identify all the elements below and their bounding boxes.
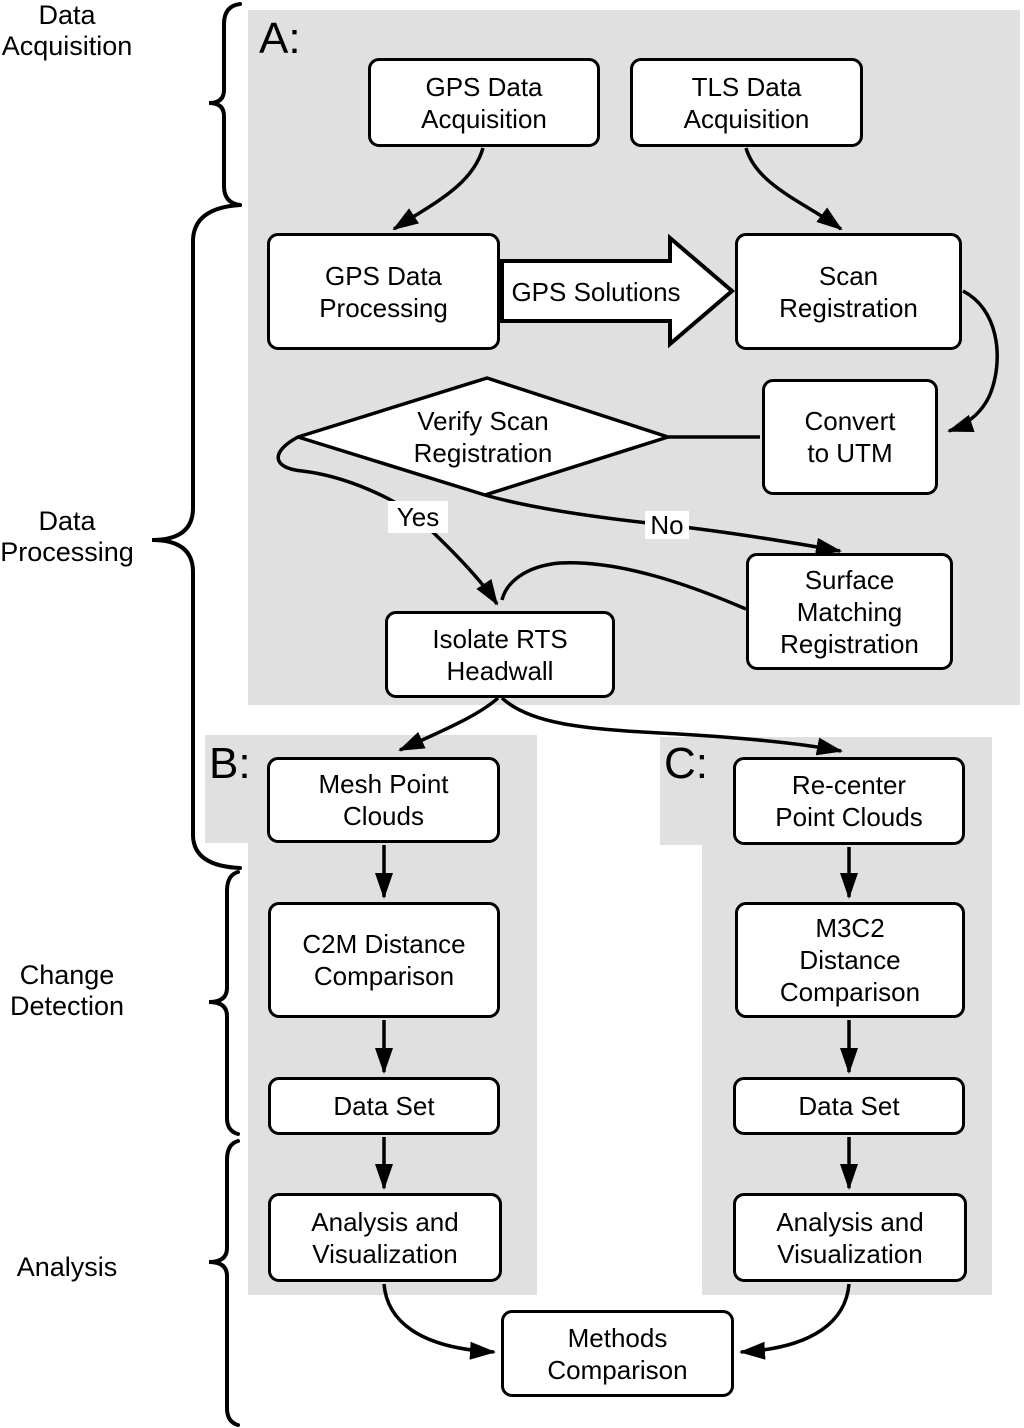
section-label-line: Processing bbox=[0, 537, 134, 567]
section-label-analysis: Analysis bbox=[0, 1252, 134, 1283]
section-label-line: Detection bbox=[9, 991, 125, 1021]
edge-label-no: No bbox=[645, 511, 689, 539]
node-text-line: Comparison bbox=[313, 961, 455, 991]
node-text-line: Processing bbox=[319, 292, 448, 323]
node-text-line: Scan bbox=[818, 260, 879, 291]
edge-analysis-b-to-methods bbox=[382, 1283, 496, 1360]
node-text-line: Visualization bbox=[312, 1238, 458, 1269]
node-text-line: Mesh Point bbox=[318, 769, 449, 799]
section-label-line: Change bbox=[19, 960, 115, 990]
node-c2m-distance-comparison: C2M Distance Comparison bbox=[268, 902, 500, 1018]
edge-label-yes: Yes bbox=[388, 501, 448, 533]
node-text-line: Visualization bbox=[777, 1238, 923, 1269]
panel-b-label-tab bbox=[205, 735, 248, 843]
node-text-line: to UTM bbox=[807, 438, 893, 468]
node-text-line: Matching bbox=[796, 596, 903, 627]
brace-data-acquisition bbox=[208, 2, 242, 207]
gps-solutions-label: GPS Solutions bbox=[511, 277, 681, 307]
node-data-set-b: Data Set bbox=[268, 1077, 500, 1135]
node-m3c2-distance-comparison: M3C2 Distance Comparison bbox=[735, 902, 965, 1018]
section-label-line: Data bbox=[38, 0, 96, 30]
panel-b-label: B: bbox=[209, 739, 251, 788]
section-label-data-processing: Data Processing bbox=[0, 506, 134, 568]
edge-isolate-to-recenter bbox=[500, 696, 843, 756]
node-scan-registration: Scan Registration bbox=[735, 233, 962, 350]
panel-c-label-tab bbox=[660, 737, 702, 845]
node-tls-data-acquisition: TLS Data Acquisition bbox=[630, 58, 863, 147]
node-gps-data-processing: GPS Data Processing bbox=[267, 233, 500, 350]
node-text-line: Distance bbox=[799, 945, 901, 975]
node-text-line: GPS Data bbox=[425, 71, 543, 102]
node-text-line: Point Clouds bbox=[775, 802, 923, 832]
node-text-line: Registration bbox=[779, 292, 918, 323]
node-text-line: Isolate RTS bbox=[432, 623, 568, 654]
node-text-line: Analysis and bbox=[776, 1206, 924, 1237]
node-text-line: TLS Data bbox=[691, 71, 802, 102]
node-text-line: Acquisition bbox=[683, 103, 810, 134]
node-text-line: Analysis and bbox=[311, 1206, 459, 1237]
node-text-line: GPS Data bbox=[324, 260, 443, 291]
brace-data-processing bbox=[151, 203, 242, 870]
node-text-line: C2M Distance bbox=[302, 929, 466, 959]
section-label-line: Data bbox=[38, 506, 96, 536]
node-text-line: Registration bbox=[780, 628, 919, 659]
node-text-line: Headwall bbox=[446, 655, 554, 686]
section-label-data-acquisition: Data Acquisition bbox=[0, 0, 134, 62]
node-re-center-point-clouds: Re-center Point Clouds bbox=[733, 757, 965, 845]
node-isolate-rts-headwall: Isolate RTS Headwall bbox=[385, 611, 615, 698]
edge-scanreg-to-convertutm bbox=[947, 289, 999, 433]
edge-analysis-c-to-methods bbox=[739, 1283, 851, 1360]
node-analysis-visualization-b: Analysis and Visualization bbox=[268, 1193, 502, 1282]
gps-solutions-block-arrow bbox=[500, 233, 736, 349]
edge-tlsacq-to-scanreg bbox=[744, 147, 843, 231]
brace-analysis bbox=[208, 1139, 240, 1427]
node-text-line: Methods bbox=[567, 1322, 668, 1353]
panel-c-label: C: bbox=[664, 739, 708, 788]
node-convert-to-utm: Convert to UTM bbox=[762, 379, 938, 495]
node-text-line: Re-center bbox=[791, 770, 907, 800]
node-text-line: Clouds bbox=[343, 801, 424, 831]
edge-gpsacq-to-gpsproc bbox=[392, 147, 485, 231]
node-mesh-point-clouds: Mesh Point Clouds bbox=[267, 757, 500, 843]
node-verify-scan-registration-text: Verify Scan Registration bbox=[383, 405, 583, 469]
node-text-line: Verify Scan bbox=[417, 406, 549, 436]
section-label-line: Analysis bbox=[16, 1252, 118, 1282]
node-text-line: Surface bbox=[804, 564, 895, 595]
node-analysis-visualization-c: Analysis and Visualization bbox=[733, 1193, 967, 1282]
node-text-line: Comparison bbox=[547, 1354, 688, 1385]
edge-surfacematching-to-isolate bbox=[500, 561, 747, 611]
edge-isolate-to-mesh bbox=[398, 696, 500, 752]
panel-a-label: A: bbox=[259, 14, 301, 63]
node-text-line: Data Set bbox=[798, 1091, 900, 1121]
node-text-line: Comparison bbox=[779, 977, 921, 1007]
edge-verify-yes-to-isolate bbox=[276, 435, 499, 606]
node-gps-data-acquisition: GPS Data Acquisition bbox=[368, 58, 600, 147]
node-text-line: Registration bbox=[413, 438, 553, 468]
node-text-line: Acquisition bbox=[421, 103, 547, 134]
node-text-line: Data Set bbox=[333, 1091, 435, 1121]
node-text-line: Convert bbox=[804, 406, 896, 436]
verify-scan-registration-diamond bbox=[296, 376, 670, 497]
node-data-set-c: Data Set bbox=[733, 1077, 965, 1135]
node-surface-matching-registration: Surface Matching Registration bbox=[746, 553, 953, 670]
section-label-line: Acquisition bbox=[1, 31, 133, 61]
brace-change-detection bbox=[208, 870, 240, 1136]
node-methods-comparison: Methods Comparison bbox=[501, 1310, 734, 1397]
node-text-line: M3C2 bbox=[815, 913, 885, 943]
section-label-change-detection: Change Detection bbox=[0, 960, 134, 1022]
